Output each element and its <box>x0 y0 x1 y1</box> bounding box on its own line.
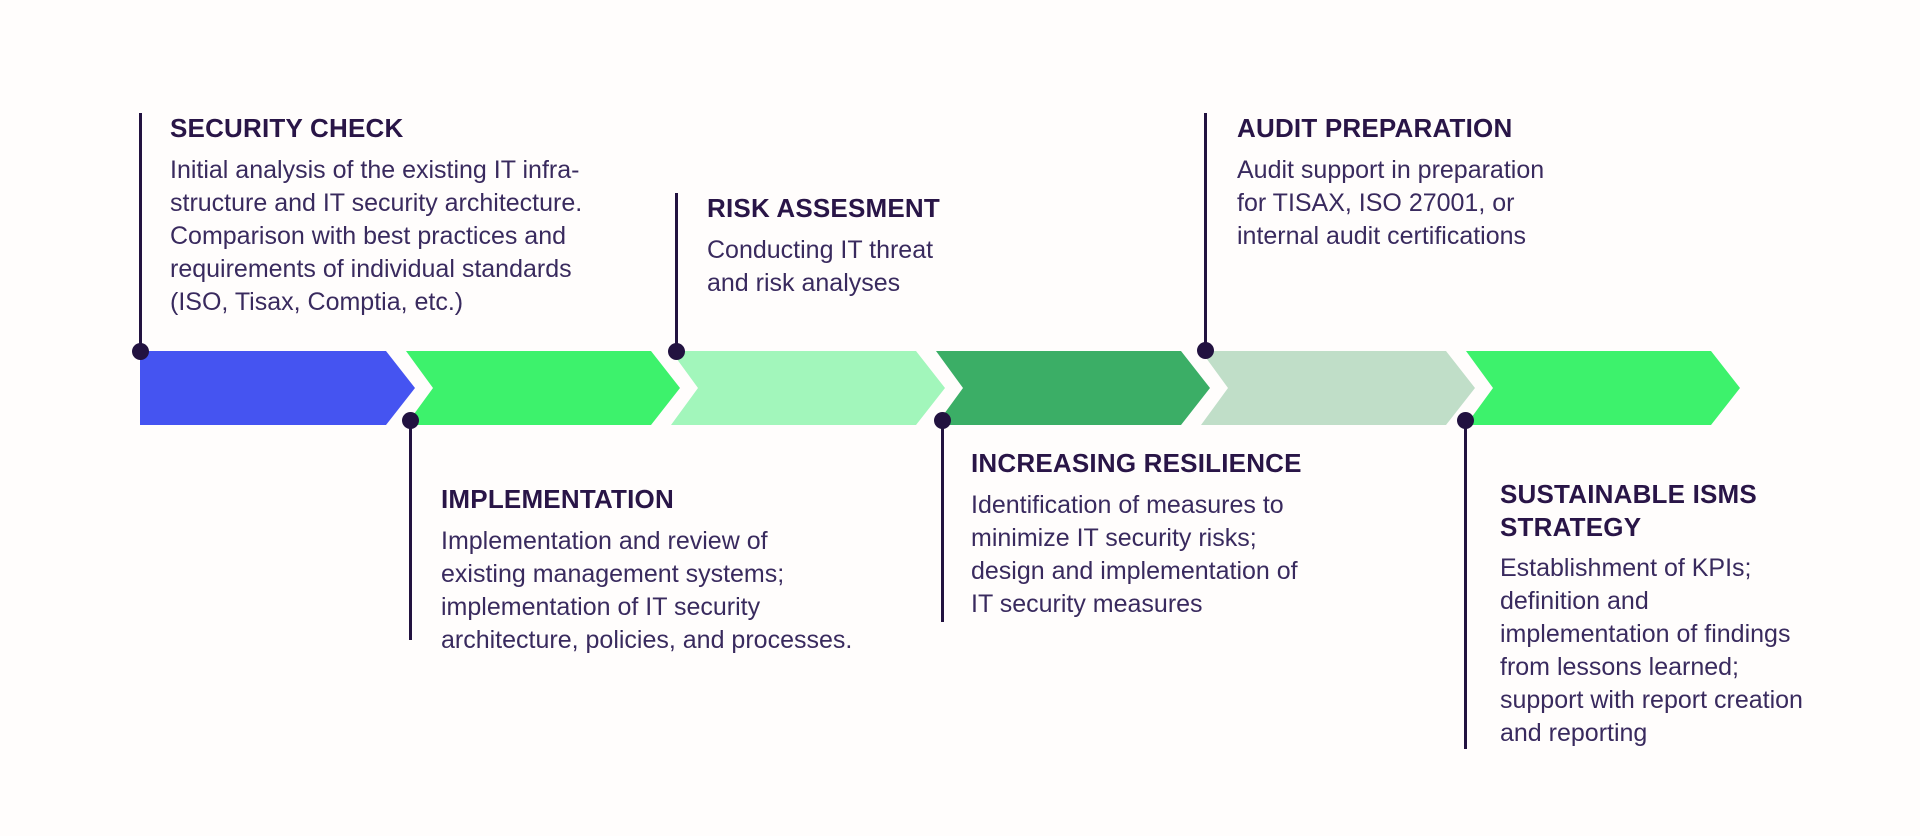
chevron-arrow-4 <box>936 351 1210 425</box>
step-increasing-resilience: INCREASING RESILIENCE Identification of … <box>971 447 1302 621</box>
step-implementation: IMPLEMENTATION Implementation and review… <box>441 483 852 657</box>
connector-line <box>409 421 412 640</box>
chevron-arrow-3 <box>671 351 945 425</box>
connector-dot <box>132 343 149 360</box>
connector-dot <box>402 412 419 429</box>
connector-line <box>1464 421 1467 749</box>
connector-line <box>1204 113 1207 350</box>
connector-dot <box>1197 342 1214 359</box>
step-risk-assesment: RISK ASSESMENT Conducting IT threat and … <box>707 192 940 300</box>
step-description: Implementation and review of existing ma… <box>441 526 853 654</box>
step-title: SECURITY CHECK <box>170 113 404 143</box>
step-title: INCREASING RESILIENCE <box>971 448 1302 478</box>
step-description: Identification of measures to minimize I… <box>971 490 1298 618</box>
chevron-arrow-6 <box>1466 351 1740 425</box>
chevron-arrow-2 <box>406 351 680 425</box>
connector-dot <box>668 343 685 360</box>
step-description: Conducting IT threat and risk analyses <box>707 235 934 297</box>
connector-dot <box>934 412 951 429</box>
connector-line <box>675 193 678 351</box>
step-description: Audit support in preparation for TISAX, … <box>1237 155 1545 250</box>
step-description: Initial analysis of the existing IT infr… <box>170 155 583 316</box>
connector-dot <box>1457 412 1474 429</box>
arrow-band <box>140 351 1740 425</box>
step-description: Establishment of KPIs; definition and im… <box>1500 554 1803 747</box>
connector-line <box>941 421 944 622</box>
chevron-arrow-1 <box>140 351 415 425</box>
step-title: RISK ASSESMENT <box>707 193 940 223</box>
step-sustainable-isms-strategy: SUSTAINABLE ISMS STRATEGY Establishment … <box>1500 478 1803 750</box>
step-title: SUSTAINABLE ISMS STRATEGY <box>1500 479 1757 542</box>
step-title: IMPLEMENTATION <box>441 484 674 514</box>
connector-line <box>139 113 142 351</box>
chevron-arrow-5 <box>1201 351 1475 425</box>
step-title: AUDIT PREPARATION <box>1237 113 1513 143</box>
step-audit-preparation: AUDIT PREPARATION Audit support in prepa… <box>1237 112 1544 253</box>
step-security-check: SECURITY CHECK Initial analysis of the e… <box>170 112 582 319</box>
